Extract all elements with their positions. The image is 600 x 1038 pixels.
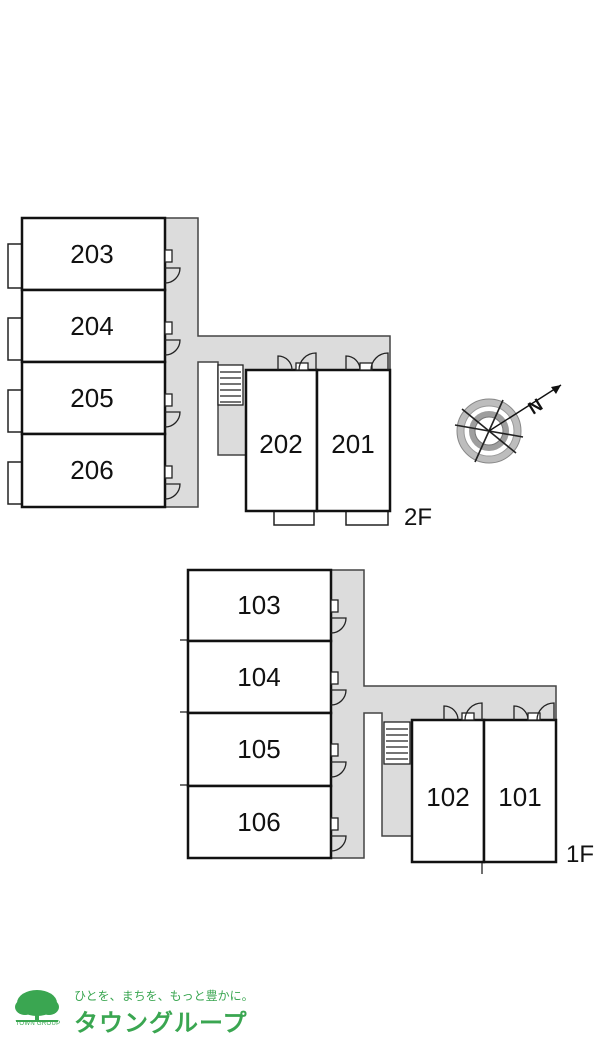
stair-icon [217, 364, 244, 406]
door-icon [330, 817, 347, 852]
unit-label: 101 [498, 782, 541, 812]
unit-103: 103 [186, 568, 333, 643]
unit-105: 105 [186, 711, 333, 788]
unit-202: 202 [244, 368, 319, 513]
unit-205: 205 [20, 360, 167, 436]
unit-label: 105 [237, 734, 280, 764]
balcony [7, 461, 23, 505]
balcony [345, 510, 389, 526]
balcony [7, 317, 23, 361]
unit-label: 102 [426, 782, 469, 812]
door-icon [277, 352, 317, 371]
unit-106: 106 [186, 784, 333, 860]
unit-label: 106 [237, 807, 280, 837]
door-icon [164, 321, 181, 356]
stair-icon [383, 721, 411, 765]
floor-2f: 203 204 205 206 202 201 [7, 216, 432, 531]
north-letter: N [525, 395, 547, 419]
unit-label: 202 [259, 429, 302, 459]
door-icon [330, 599, 347, 634]
tree-logo-icon [15, 990, 59, 1022]
unit-203: 203 [20, 216, 167, 292]
door-icon [164, 393, 181, 428]
logo-english-name: TOWN GROUP [15, 1021, 61, 1027]
floor-label: 2F [404, 504, 432, 531]
logo-name: タウングループ [74, 1009, 248, 1037]
door-icon [330, 743, 347, 778]
unit-label: 103 [237, 590, 280, 620]
unit-204: 204 [20, 288, 167, 364]
balcony [7, 243, 23, 289]
door-icon [345, 352, 389, 371]
floor-label: 1F [566, 841, 594, 868]
door-icon [164, 465, 181, 500]
unit-label: 205 [70, 383, 113, 413]
north-compass-icon: N [454, 384, 562, 464]
unit-label: 206 [70, 455, 113, 485]
door-icon [513, 702, 555, 721]
door-icon [164, 249, 181, 284]
floor-1f: 103 104 105 106 102 101 [180, 568, 594, 874]
door-icon [330, 671, 347, 706]
unit-104: 104 [186, 639, 333, 715]
unit-201: 201 [315, 368, 392, 513]
unit-102: 102 [410, 718, 486, 864]
unit-101: 101 [482, 718, 558, 864]
town-group-logo: TOWN GROUP ひとを、まちを、もっと豊かに。 タウングループ [4, 985, 294, 1037]
balcony [7, 389, 23, 433]
door-icon [443, 702, 483, 721]
unit-label: 204 [70, 311, 113, 341]
unit-label: 201 [331, 429, 374, 459]
unit-label: 203 [70, 239, 113, 269]
logo-tagline: ひとを、まちを、もっと豊かに。 [74, 989, 254, 1003]
unit-label: 104 [237, 662, 280, 692]
unit-206: 206 [20, 432, 167, 509]
balcony [273, 510, 315, 526]
